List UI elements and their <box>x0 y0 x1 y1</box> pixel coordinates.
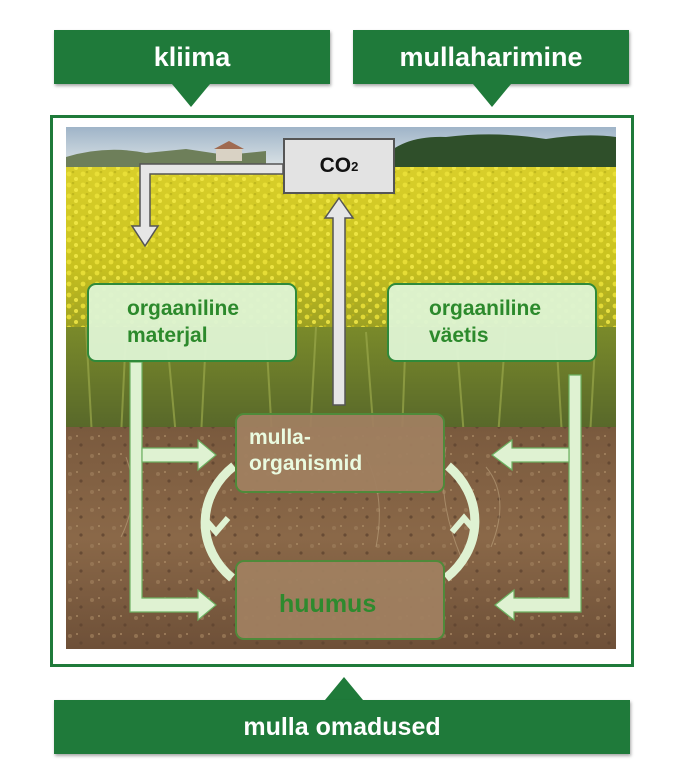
cycle-right-chevron-icon <box>449 513 479 534</box>
materjal-flow-arrow-icon <box>129 361 217 622</box>
co2-label: CO <box>319 154 352 177</box>
org-vaetis-line2: väetis <box>429 324 489 347</box>
organismid-line1: mulla- <box>249 426 311 449</box>
cycle-left-chevron-icon <box>201 516 231 537</box>
kliima-label: kliima <box>153 41 231 72</box>
co2-return-arrow-icon <box>130 163 284 248</box>
materjal-to-organismid-arrow-icon <box>141 438 217 472</box>
mullaharimine-banner: mullaharimine <box>353 30 629 84</box>
huumus-label: huumus <box>279 590 377 618</box>
huumus-box: huumus <box>235 560 445 640</box>
mulla-omadused-banner: mulla omadused <box>54 700 630 754</box>
org-vaetis-line1: orgaaniline <box>429 297 542 320</box>
orgaaniline-vaetis-box: orgaaniline väetis <box>387 283 597 362</box>
cycle-right-arc-icon <box>443 462 480 582</box>
org-materjal-line2: materjal <box>127 324 208 347</box>
mullaharimine-arrow-icon <box>473 84 511 107</box>
orgaaniline-materjal-box: orgaaniline materjal <box>87 283 297 362</box>
mullaorganismid-box: mulla- organismid <box>235 413 445 493</box>
mullaharimine-label: mullaharimine <box>399 41 583 72</box>
organismid-line2: organismid <box>249 452 363 475</box>
omadused-arrow-icon <box>325 677 363 700</box>
vaetis-to-organismid-arrow-icon <box>491 438 570 472</box>
kliima-arrow-icon <box>172 84 210 107</box>
vaetis-flow-arrow-icon <box>494 374 582 622</box>
kliima-banner: kliima <box>54 30 330 84</box>
org-materjal-line1: orgaaniline <box>127 297 240 320</box>
co2-subscript: 2 <box>351 158 359 174</box>
mulla-omadused-label: mulla omadused <box>243 712 441 741</box>
co2-up-arrow-icon <box>323 196 355 406</box>
